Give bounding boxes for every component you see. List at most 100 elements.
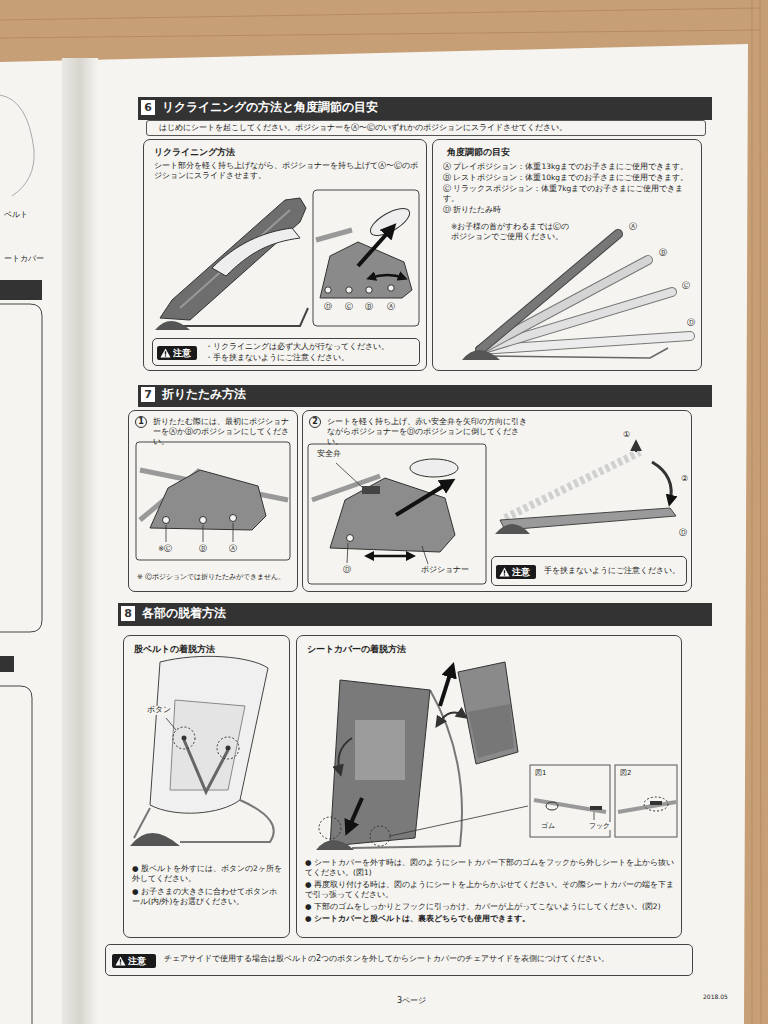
- panel-heading: リクライニング方法: [154, 147, 416, 159]
- illustration-circle: [226, 746, 231, 751]
- illustration-path: [500, 508, 676, 530]
- callout-label: Ⓐ: [628, 222, 638, 231]
- illustration-path: [212, 228, 300, 276]
- caution-box: 注意チェアサイドで使用する場合は股ベルトの2つのボタンを外してからシートカバーの…: [105, 944, 693, 976]
- body-text: ※ Ⓒポジションでは折りたたみができません。: [137, 573, 295, 582]
- illustration-path: [480, 234, 618, 350]
- illustration-rect: [0, 280, 42, 300]
- illustration-circle: [388, 285, 394, 291]
- illustration-path: [438, 712, 464, 724]
- note-box: はじめにシートを起こしてください。ポジショナーをⒶ〜Ⓒのいずれかのポジションにス…: [146, 120, 706, 136]
- illustration-path: [316, 230, 352, 240]
- body-text: ● 股ベルトを外すには、ボタンの2ヶ所を外してください。: [132, 864, 284, 884]
- callout-label: ボタン: [146, 706, 172, 715]
- illustration-rect: [0, 656, 14, 672]
- body-text: Ⓐ プレイポジション：体重13kgまでのお子さまにご使用できます。: [443, 162, 699, 172]
- illustration-path: [368, 555, 412, 558]
- illustration-path: [396, 482, 450, 515]
- illustration-path: [347, 543, 428, 564]
- illustration-path: [390, 806, 528, 836]
- illustration-rect: [62, 58, 98, 1024]
- callout-label: ゴム: [540, 822, 556, 830]
- illustration-circle: [366, 287, 372, 293]
- body-text: シートを軽く持ち上げ、赤い安全弁を矢印の方向に引きながらポジショナーをⒹのポジシ…: [327, 417, 527, 446]
- figure-inset: 図2: [616, 766, 678, 838]
- warning-mark: [504, 574, 505, 575]
- body-text: Ⓑ レストポジション：体重10kgまでのお子さまにご使用できます。: [443, 173, 699, 183]
- body-text: チェアサイドで使用する場合は股ベルトの2つのボタンを外してからシートカバーのチェ…: [164, 954, 684, 964]
- illustration-path: [150, 656, 268, 813]
- illustration-circle: [182, 736, 187, 741]
- illustration-rect: [136, 442, 290, 560]
- callout-label: ートカバー: [3, 254, 45, 263]
- illustration-circle: [217, 737, 239, 759]
- illustration-rect: [615, 765, 677, 837]
- section-number: 6: [141, 100, 155, 115]
- illustration-path: [166, 718, 176, 730]
- body-text: 手を挟まないようにご注意ください。: [544, 566, 684, 576]
- illustration-path: [468, 704, 514, 758]
- section-heading: 各部の脱着方法: [142, 605, 682, 622]
- illustration-rect: [530, 765, 610, 837]
- illustration-circle: [173, 727, 195, 749]
- callout-label: 安全弁: [316, 450, 342, 459]
- panel-heading: シートカバーの着脱方法: [307, 644, 507, 656]
- instruction-panel: シートカバーの着脱方法● シートカバーを外す時は、図のようにシートカバー下部のゴ…: [296, 635, 682, 938]
- body-text: Ⓓ 折りたたみ時: [443, 205, 699, 215]
- callout-label: 2018.05: [702, 994, 729, 1001]
- illustration-path: [348, 798, 362, 830]
- caution-box: 注意手を挟まないようにご注意ください。: [491, 556, 687, 586]
- body-text: ● 再度取り付ける時は、図のようにシートを上からかぶせてください。その際シートカ…: [305, 880, 677, 900]
- illustration-rect: [590, 806, 602, 810]
- illustration-circle: [325, 287, 331, 293]
- warning-icon: [160, 348, 171, 358]
- body-text: ※お子様の首がすわるまではⒸのポジションでご使用ください。: [451, 222, 576, 242]
- instruction-panel: 股ベルトの着脱方法 ● 股ベルトを外すには、ボタンの2ヶ所を外してください。 ● お…: [123, 635, 290, 938]
- body-text: ● 下部のゴムをしっかりとフックに引っかけ、カバーが上がってこないようにしてくだ…: [305, 902, 677, 912]
- body-text: シート部分を軽く持ち上げながら、ポジショナーを持ち上げてⒶ〜Ⓒのポジションにスラ…: [154, 161, 418, 182]
- callout-label: Ⓑ: [658, 248, 668, 257]
- warning-mark: [504, 570, 505, 573]
- left-page-fragment: [0, 95, 42, 1024]
- illustration-path: [505, 452, 640, 518]
- panel-heading: 股ベルトの着脱方法: [134, 644, 284, 656]
- fold-step1-illustration: [136, 442, 290, 560]
- body-text: ● お子さまの大きさに合わせてボタンホール(内/外)をお選びください。: [132, 887, 284, 907]
- callout-label: Ⓐ: [386, 302, 396, 311]
- section-heading: 折りたたみ方法: [162, 386, 702, 403]
- illustration-path: [440, 668, 452, 706]
- warning-icon: [499, 567, 510, 577]
- warning-triangle: [161, 349, 171, 358]
- angle-illustration: [462, 234, 690, 360]
- instruction-panel: 1 折りたたむ際には、最初にポジショナーをⒶかⒷのポジションにしてください。 ※ Ⓒ…: [128, 410, 298, 592]
- callout-label: Ⓑ: [198, 545, 208, 554]
- callout-label: 3ページ: [396, 996, 427, 1005]
- body-text: 図2: [620, 769, 650, 778]
- section-number: 8: [121, 606, 135, 621]
- illustration-rect: [308, 444, 486, 584]
- body-text: 折りたたむ際には、最初にポジショナーをⒶかⒷのポジションにしてください。: [153, 417, 293, 446]
- illustration-path: [635, 444, 637, 452]
- step-number: 1: [135, 416, 147, 428]
- illustration-ellipse: [410, 459, 458, 477]
- crotch-belt-illustration: [130, 656, 274, 846]
- illustration-ellipse: [644, 797, 668, 811]
- caution-box: 注意・リクライニングは必ず大人が行なってください。・手を挟まないようにご注意くだ…: [152, 338, 420, 366]
- body-text: はじめにシートを起こしてください。ポジショナーをⒶ〜Ⓒのいずれかのポジションにス…: [159, 123, 699, 133]
- warning-triangle: [500, 568, 510, 577]
- body-text: Ⓒ リラックスポジション：体重7kgまでのお子さまにご使用できます。: [443, 184, 699, 204]
- warning-mark: [120, 959, 121, 962]
- callout-label: Ⓓ: [323, 302, 333, 311]
- illustration-path: [130, 833, 180, 846]
- illustration-path: [0, 95, 34, 196]
- body-text: 図1: [535, 769, 565, 778]
- illustration-circle: [163, 517, 170, 524]
- section-band: 7折りたたみ方法: [138, 385, 712, 407]
- instruction-panel: リクライニング方法シート部分を軽く持ち上げながら、ポジショナーを持ち上げてⒶ〜Ⓒ…: [143, 139, 427, 371]
- illustration-path: [320, 242, 412, 298]
- illustration-path: [478, 348, 668, 358]
